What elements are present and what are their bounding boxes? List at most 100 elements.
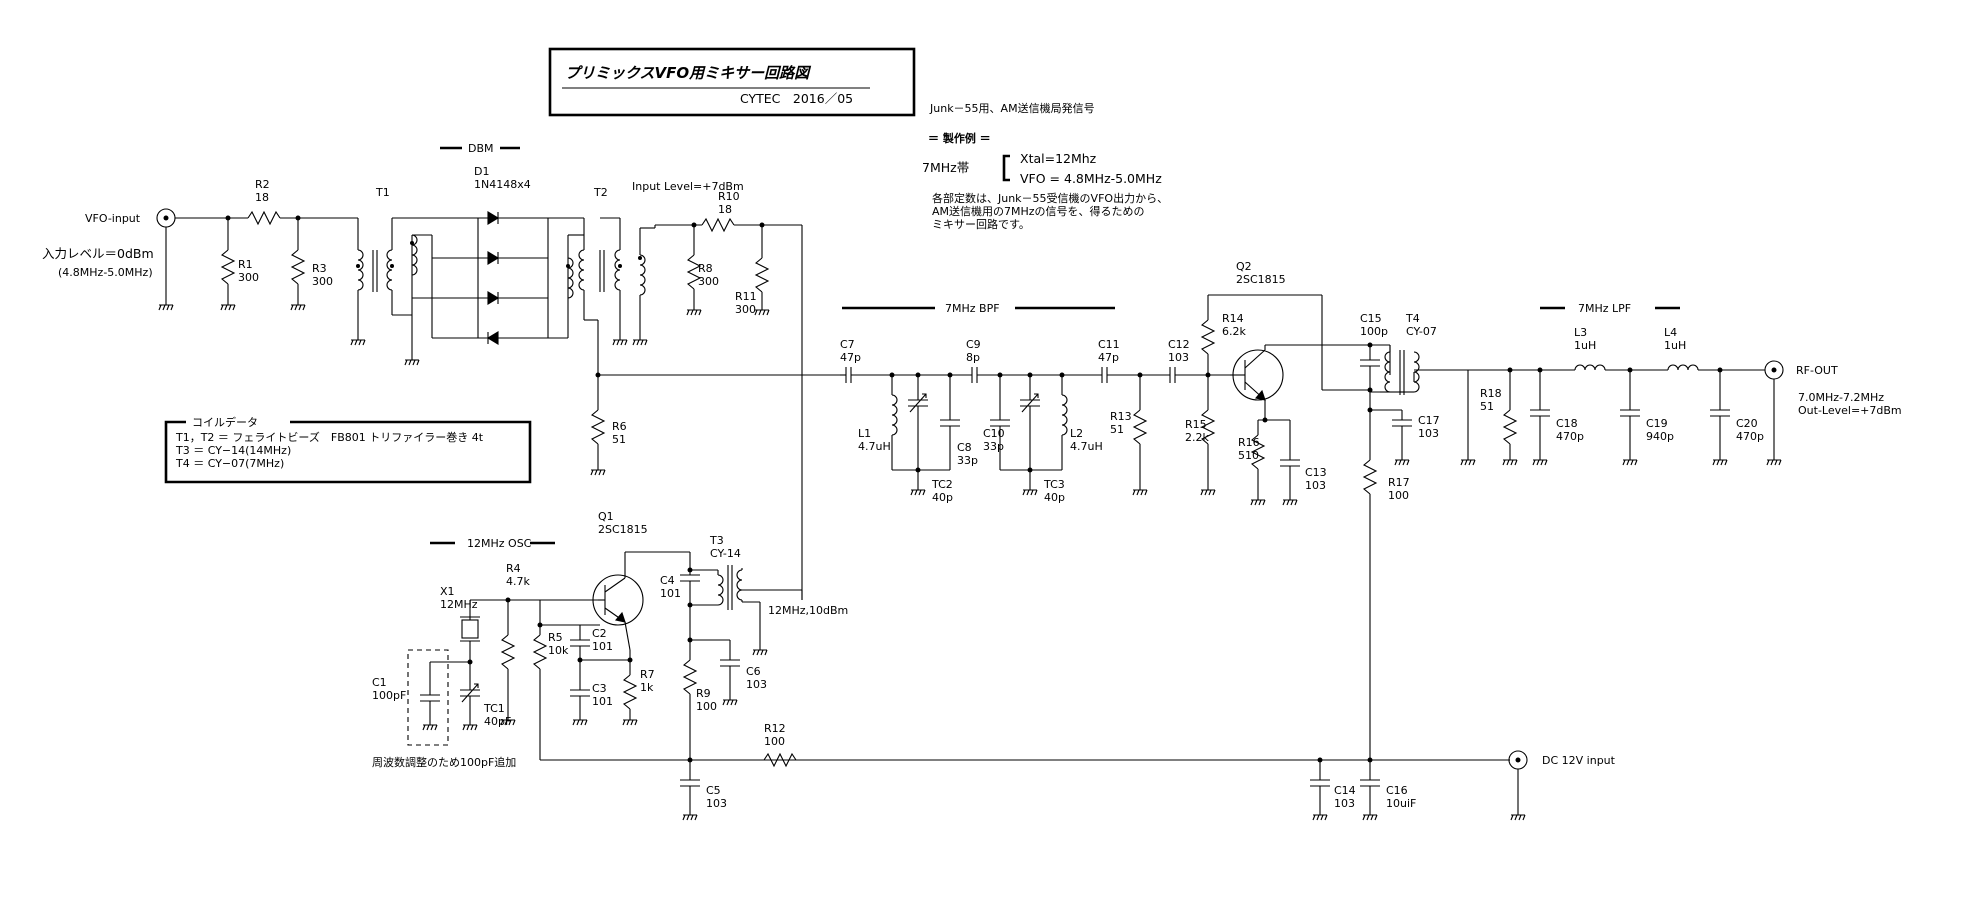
component-ref-x1: X1 bbox=[440, 585, 455, 598]
component-ref-c14: C14 bbox=[1334, 784, 1356, 797]
component-ref-r10: R10 bbox=[718, 190, 740, 203]
component-ref-r17: R17 bbox=[1388, 476, 1410, 489]
component-value-r5: 10k bbox=[548, 644, 569, 657]
component-ref-r5: R5 bbox=[548, 631, 563, 644]
component-ref-t4: T4 bbox=[1405, 312, 1420, 325]
component-ref-c19: C19 bbox=[1646, 417, 1668, 430]
component-ref-r15: R15 bbox=[1185, 418, 1207, 431]
coil-line-2: T3 ＝ CY−14(14MHz) bbox=[175, 444, 291, 457]
component-ref-c11: C11 bbox=[1098, 338, 1120, 351]
component-ref-c6: C6 bbox=[746, 665, 761, 678]
component-ref-c16: C16 bbox=[1386, 784, 1408, 797]
component-value-tc1: 40pF bbox=[484, 715, 511, 728]
component-ref-l4: L4 bbox=[1664, 326, 1677, 339]
component-value-c11: 47p bbox=[1098, 351, 1119, 364]
example-heading: ＝ 製作例 ＝ bbox=[928, 131, 991, 145]
title-block: プリミックスVFO用ミキサー回路図 CYTEC 2016／05 bbox=[548, 47, 916, 117]
component-labels: R1300R218R3300T1D11N4148x4T2R8300R1018R1… bbox=[238, 165, 1764, 810]
component-ref-d1: D1 bbox=[474, 165, 489, 178]
component-ref-c12: C12 bbox=[1168, 338, 1190, 351]
component-value-c19: 940p bbox=[1646, 430, 1674, 443]
component-ref-r13: R13 bbox=[1110, 410, 1132, 423]
block-headings: DBM 7MHz BPF 7MHz LPF 12MHz OSC bbox=[430, 142, 1680, 550]
component-value-r11: 300 bbox=[735, 303, 756, 316]
component-value-c6: 103 bbox=[746, 678, 767, 691]
vfo-range-label: VFO = 4.8MHz-5.0MHz bbox=[1020, 171, 1162, 186]
component-value-t4: CY-07 bbox=[1406, 325, 1437, 338]
component-ref-c2: C2 bbox=[592, 627, 607, 640]
component-value-r14: 6.2k bbox=[1222, 325, 1246, 338]
component-ref-r14: R14 bbox=[1222, 312, 1244, 325]
title-main: プリミックスVFO用ミキサー回路図 bbox=[565, 64, 812, 82]
component-ref-r7: R7 bbox=[640, 668, 655, 681]
component-ref-r2: R2 bbox=[255, 178, 270, 191]
lpf-section: RF-OUT 7.0MHz-7.2MHz Out-Level=+7dBm bbox=[1460, 360, 1902, 466]
component-ref-q2: Q2 bbox=[1236, 260, 1252, 273]
component-ref-r8: R8 bbox=[698, 262, 713, 275]
component-value-c3: 101 bbox=[592, 695, 613, 708]
coil-data-box: コイルデータ T1，T2 ＝ フェライトビーズ FB801 トリファイラー巻き … bbox=[164, 415, 532, 484]
header-notes: Junk－55用、AM送信機局発信号 ＝ 製作例 ＝ 7MHz帯 Xtal=12… bbox=[922, 101, 1168, 231]
component-ref-c7: C7 bbox=[840, 338, 855, 351]
bpf-heading: 7MHz BPF bbox=[945, 302, 1000, 315]
component-ref-l3: L3 bbox=[1574, 326, 1587, 339]
desc-line-2: AM送信機用の7MHzの信号を、得るための bbox=[932, 204, 1145, 218]
component-ref-r6: R6 bbox=[612, 420, 627, 433]
component-value-c5: 103 bbox=[706, 797, 727, 810]
component-ref-l1: L1 bbox=[858, 427, 871, 440]
input-level-dbm-label: Input Level=+7dBm bbox=[632, 180, 744, 193]
desc-line-3: ミキサー回路です。 bbox=[932, 218, 1030, 231]
component-value-r9: 100 bbox=[696, 700, 717, 713]
component-value-r4: 4.7k bbox=[506, 575, 530, 588]
component-ref-tc3: TC3 bbox=[1043, 478, 1065, 491]
dc-input-label: DC 12V input bbox=[1542, 754, 1616, 767]
component-ref-r1: R1 bbox=[238, 258, 253, 271]
component-ref-r12: R12 bbox=[764, 722, 786, 735]
component-value-c10: 33p bbox=[983, 440, 1004, 453]
component-value-tc3: 40p bbox=[1044, 491, 1065, 504]
component-value-r16: 510 bbox=[1238, 449, 1259, 462]
osc-heading: 12MHz OSC bbox=[467, 537, 532, 550]
title-sub: CYTEC 2016／05 bbox=[740, 91, 853, 106]
component-value-r10: 18 bbox=[718, 203, 732, 216]
component-value-c7: 47p bbox=[840, 351, 861, 364]
input-level-label: 入力レベル＝0dBm bbox=[42, 246, 154, 261]
rf-out-label: RF-OUT bbox=[1796, 364, 1838, 377]
component-value-r17: 100 bbox=[1388, 489, 1409, 502]
component-value-t3: CY-14 bbox=[710, 547, 741, 560]
component-ref-r16: R16 bbox=[1238, 436, 1260, 449]
component-ref-c8: C8 bbox=[957, 441, 972, 454]
component-ref-t3: T3 bbox=[709, 534, 724, 547]
component-ref-c15: C15 bbox=[1360, 312, 1382, 325]
input-range-label: (4.8MHz-5.0MHz) bbox=[58, 266, 153, 279]
dbm-section bbox=[356, 211, 840, 600]
component-value-d1: 1N4148x4 bbox=[474, 178, 531, 191]
lpf-heading: 7MHz LPF bbox=[1578, 302, 1631, 315]
component-ref-r18: R18 bbox=[1480, 387, 1502, 400]
component-value-r1: 300 bbox=[238, 271, 259, 284]
dbm-heading: DBM bbox=[468, 142, 494, 155]
component-ref-t1: T1 bbox=[375, 186, 390, 199]
component-value-r2: 18 bbox=[255, 191, 269, 204]
osc-section: DC 12V input 12MHz,10dBm 周波数調整のため100pF追加… bbox=[372, 180, 1616, 821]
coil-line-3: T4 ＝ CY−07(7MHz) bbox=[175, 457, 284, 470]
component-value-r13: 51 bbox=[1110, 423, 1124, 436]
component-value-r8: 300 bbox=[698, 275, 719, 288]
component-value-l1: 4.7uH bbox=[858, 440, 891, 453]
q2-amplifier bbox=[1200, 294, 1520, 762]
component-value-c15: 100p bbox=[1360, 325, 1388, 338]
component-value-tc2: 40p bbox=[932, 491, 953, 504]
component-ref-tc2: TC2 bbox=[931, 478, 953, 491]
component-ref-r3: R3 bbox=[312, 262, 327, 275]
component-value-c8: 33p bbox=[957, 454, 978, 467]
component-value-c9: 8p bbox=[966, 351, 980, 364]
component-value-r12: 100 bbox=[764, 735, 785, 748]
component-value-c18: 470p bbox=[1556, 430, 1584, 443]
component-value-q1: 2SC1815 bbox=[598, 523, 648, 536]
vfo-input-section: VFO-input 入力レベル＝0dBm (4.8MHz-5.0MHz) bbox=[42, 208, 358, 305]
component-ref-l2: L2 bbox=[1070, 427, 1083, 440]
component-value-c12: 103 bbox=[1168, 351, 1189, 364]
coil-line-1: T1，T2 ＝ フェライトビーズ FB801 トリファイラー巻き 4t bbox=[175, 430, 484, 444]
component-value-l3: 1uH bbox=[1574, 339, 1596, 352]
